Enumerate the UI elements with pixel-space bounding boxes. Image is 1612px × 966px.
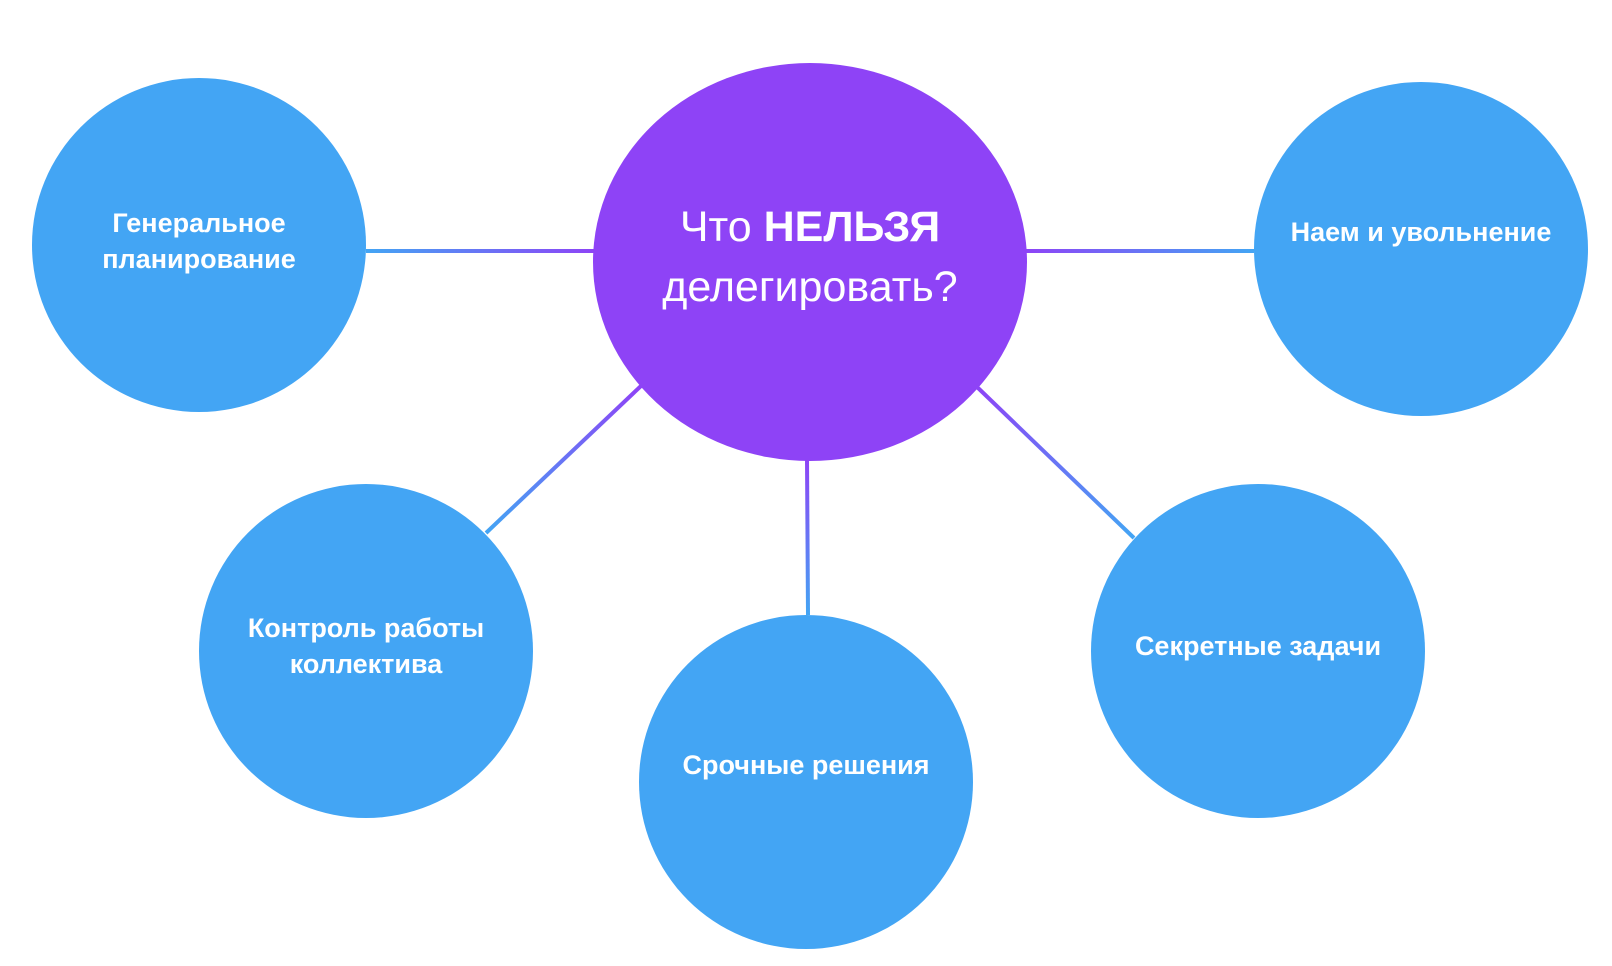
central-question-node: Что НЕЛЬЗЯ делегировать?	[593, 63, 1027, 461]
connector-secret-tasks	[974, 384, 1136, 540]
node-urgent-decisions: Срочные решения	[639, 615, 973, 949]
node-general-planning: Генеральное планирование	[32, 78, 366, 412]
title-prefix: Что	[679, 203, 764, 251]
connector-urgent-decisions	[805, 457, 810, 616]
node-urgent-decisions-label: Срочные решения	[682, 750, 930, 780]
node-secret-tasks-label: Секретные задачи	[1134, 631, 1382, 661]
central-question-title: Что НЕЛЬЗЯ делегировать?	[662, 197, 957, 317]
title-line-2: делегировать?	[662, 263, 958, 311]
node-hiring-label: Наем и увольнение	[1290, 217, 1552, 247]
node-team-control: Контроль работы коллектива	[199, 484, 533, 818]
title-emphasis: НЕЛЬЗЯ	[763, 203, 941, 251]
node-hiring: Наем и увольнение	[1254, 82, 1588, 416]
node-team-control-label: Контроль работы коллектива	[247, 613, 485, 679]
connector-team-control	[484, 383, 644, 535]
node-general-planning-label: Генеральное планирование	[102, 208, 296, 274]
node-secret-tasks: Секретные задачи	[1091, 484, 1425, 818]
